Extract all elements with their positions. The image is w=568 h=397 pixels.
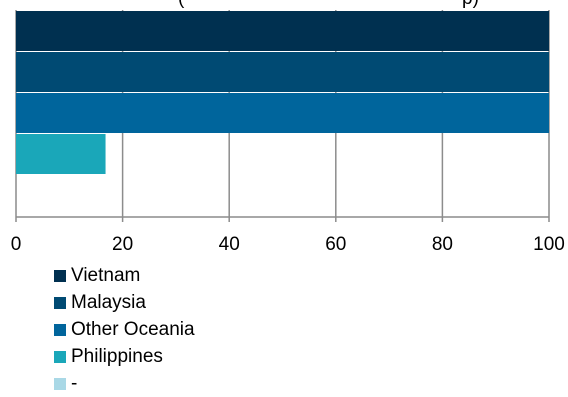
legend: Vietnam Malaysia Other Oceania Philippin… <box>54 262 195 397</box>
legend-swatch <box>54 296 66 309</box>
legend-item-vietnam: Vietnam <box>54 262 195 289</box>
legend-item-malaysia: Malaysia <box>54 289 195 316</box>
legend-label: Malaysia <box>71 291 146 313</box>
legend-label: Other Oceania <box>71 318 195 340</box>
chart-title-fragment-left: ( <box>178 0 185 9</box>
legend-swatch <box>54 269 66 282</box>
bar-malaysia <box>16 52 549 92</box>
bar-philippines <box>16 134 106 174</box>
x-tick-label-20: 20 <box>112 234 133 255</box>
bar-vietnam <box>16 11 549 51</box>
x-tick-label-100: 100 <box>533 234 565 255</box>
legend-swatch <box>54 350 66 363</box>
x-tick-label-80: 80 <box>432 234 453 255</box>
x-tick-label-40: 40 <box>219 234 240 255</box>
bars <box>16 11 549 174</box>
legend-item-other-oceania: Other Oceania <box>54 316 195 343</box>
legend-label: Vietnam <box>71 264 141 286</box>
x-tick-label-60: 60 <box>325 234 346 255</box>
legend-label: - <box>71 372 78 394</box>
legend-item-dash: - <box>54 370 195 397</box>
legend-swatch <box>54 377 66 390</box>
legend-label: Philippines <box>71 345 163 367</box>
legend-swatch <box>54 323 66 336</box>
legend-item-philippines: Philippines <box>54 343 195 370</box>
x-tick-labels: 0 20 40 60 80 100 <box>11 234 565 255</box>
bar-other-oceania <box>16 93 549 133</box>
x-tick-label-0: 0 <box>11 234 22 255</box>
chart-title-fragment-right: p) <box>462 0 479 9</box>
